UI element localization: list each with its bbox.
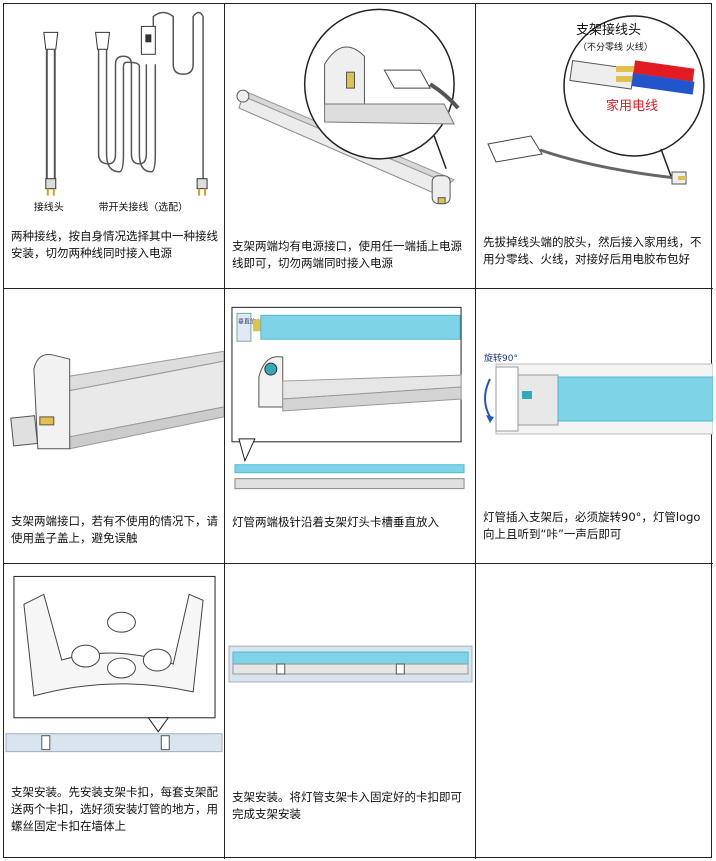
home-wire-connection-illustration: 支架接线头 （不分零线 火线） 家用电线 (487, 15, 705, 185)
panel-1-wiring-types: 接线头 带开关接线（选配） 两种接线，按自身情况选择其中一种接线安装，切勿两种线… (4, 4, 225, 289)
panel-4-caption: 支架两端接口，若有不使用的情况下，请使用盖子盖上，避免误触 (11, 514, 218, 545)
panel-3-caption: 先拔掉线头端的胶头，然后接入家用线，不用分零线、火线，对接好后用电胶布包好 (483, 235, 702, 266)
label-no-neutral-live: （不分零线 火线） (578, 41, 653, 53)
snap-fixture-illustration (228, 645, 473, 683)
label-household-wire: 家用电线 (606, 98, 658, 114)
wiring-cables-illustration: 接线头 带开关接线（选配） (34, 11, 208, 214)
label-vertical-insert: 垂直放入 (238, 317, 262, 325)
panel-5-insert-tube: 垂直放入 灯管两端极针沿着支架灯头卡槽垂直放入 (225, 289, 476, 564)
panel-2-power-ports: 支架两端均有电源接口，使用任一端插上电源线即可，切勿两端同时接入电源 (225, 4, 476, 289)
panel-6-rotate-tube: 旋转90° 灯管插入支架后，必须旋转90°，灯管logo向上且听到“咔”一声后即… (476, 289, 713, 564)
panel-2-caption: 支架两端均有电源接口，使用任一端插上电源线即可，切勿两端同时接入电源 (232, 239, 462, 270)
panel-7-caption: 支架安装。先安装支架卡扣，每套支架配送两个卡扣，选好须安装灯管的地方，用螺丝固定… (11, 785, 218, 833)
panel-5-caption: 灯管两端极针沿着支架灯头卡槽垂直放入 (232, 515, 439, 529)
panel-4-port-cover: 支架两端接口，若有不使用的情况下，请使用盖子盖上，避免误触 (4, 289, 225, 564)
instruction-grid: 接线头 带开关接线（选配） 两种接线，按自身情况选择其中一种接线安装，切勿两种线… (3, 3, 713, 859)
panel-3-home-wiring: 支架接线头 （不分零线 火线） 家用电线 先拔掉线头端的胶头，然后接入家用线，不… (476, 4, 713, 289)
label-bracket-connector: 支架接线头 (576, 22, 641, 38)
port-cover-illustration (10, 350, 224, 450)
label-rotate-90: 旋转90° (484, 352, 518, 364)
panel-9-empty (476, 564, 713, 859)
panel-7-mount-clips: 支架安装。先安装支架卡扣，每套支架配送两个卡扣，选好须安装灯管的地方，用螺丝固定… (4, 564, 225, 859)
rotate-tube-illustration: 旋转90° (484, 352, 713, 435)
panel-8-caption: 支架安装。将灯管支架卡入固定好的卡扣即可完成支架安装 (232, 790, 462, 821)
panel-8-snap-fixture: 支架安装。将灯管支架卡入固定好的卡扣即可完成支架安装 (225, 564, 476, 859)
insert-tube-illustration: 垂直放入 (231, 306, 465, 490)
fixture-power-port-illustration (236, 8, 460, 205)
mount-clip-illustration (5, 575, 223, 753)
panel-1-caption: 两种接线，按自身情况选择其中一种接线安装，切勿两种线同时接入电源 (11, 229, 218, 260)
label-switch-cable: 带开关接线（选配） (99, 201, 188, 214)
panel-6-caption: 灯管插入支架后，必须旋转90°，灯管logo向上且听到“咔”一声后即可 (483, 510, 701, 541)
label-connector: 接线头 (34, 201, 64, 214)
